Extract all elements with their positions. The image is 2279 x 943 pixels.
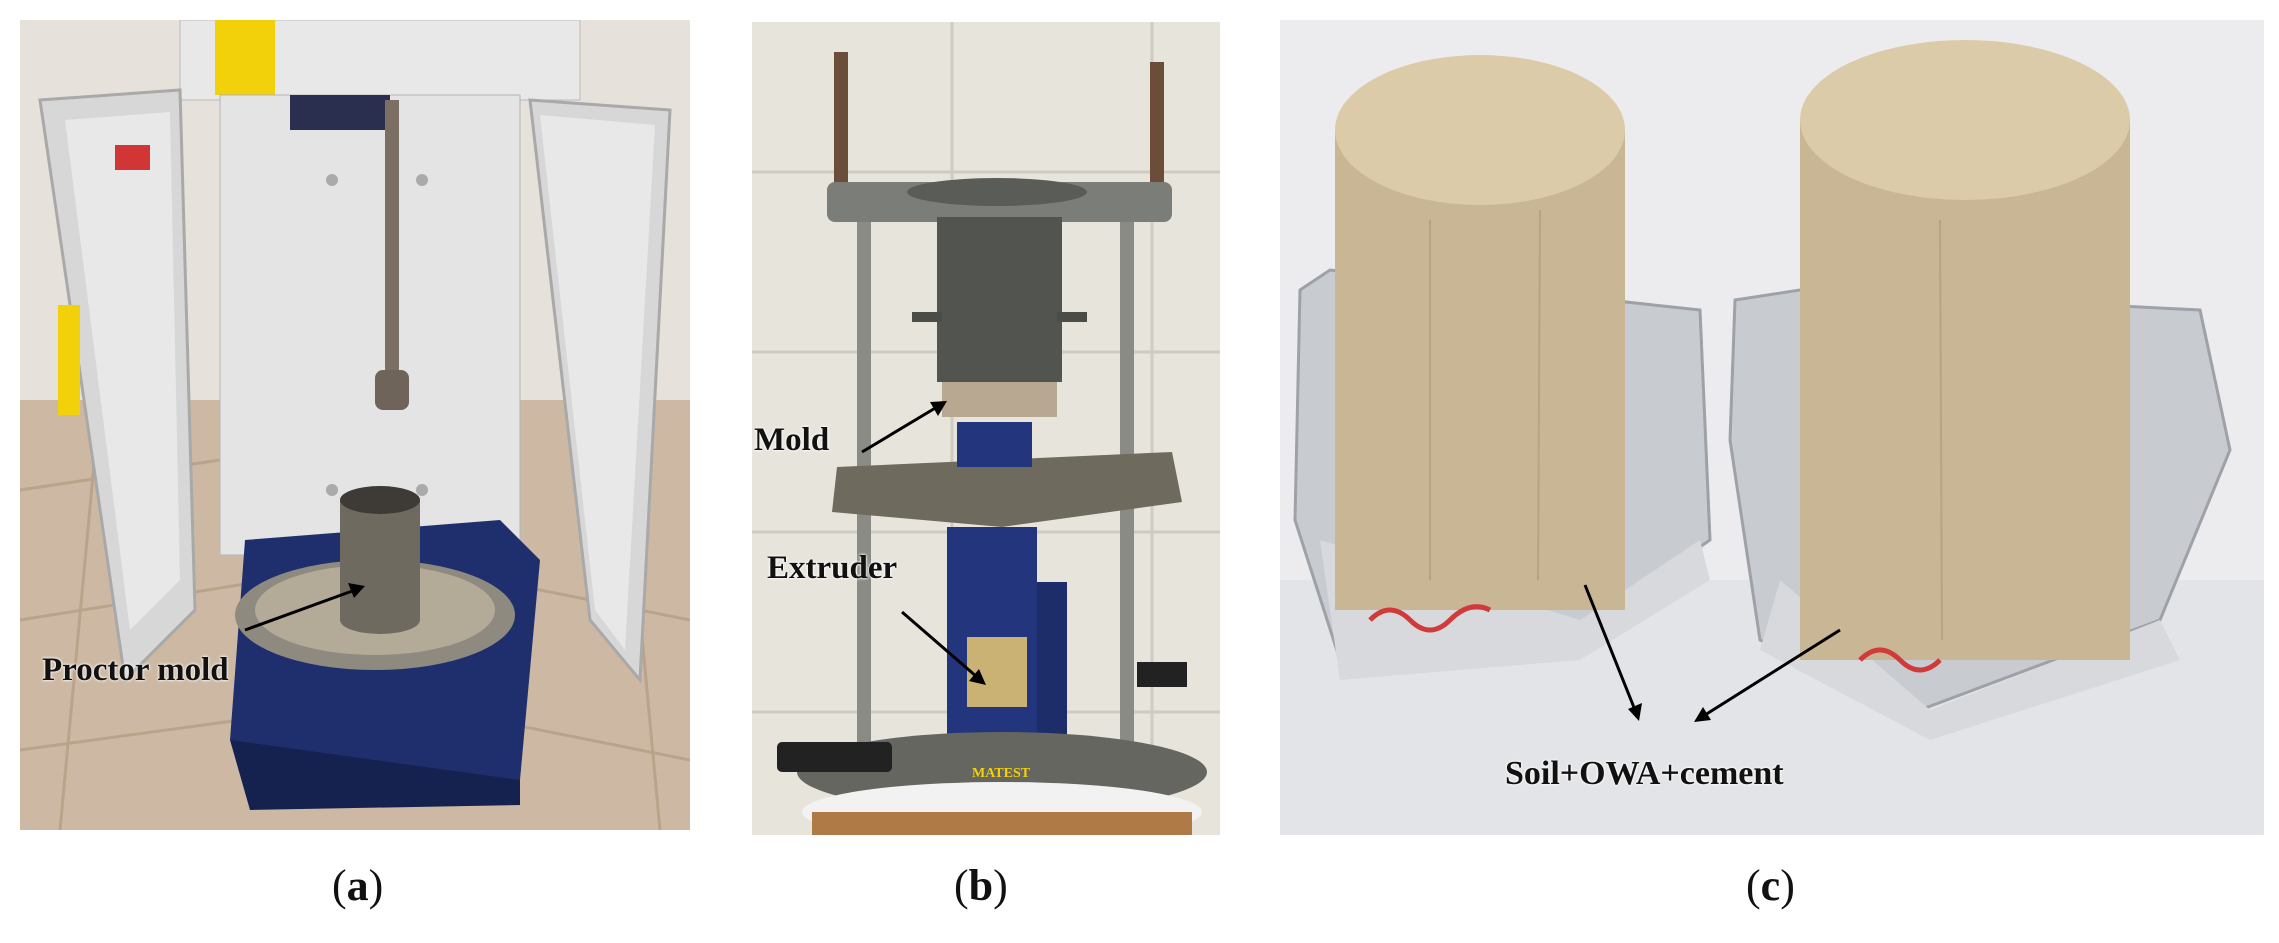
photo-proctor-compactor: Proctor mold — [20, 20, 690, 830]
caption-b-letter: b — [968, 861, 994, 910]
caption-a-letter: a — [346, 861, 369, 910]
annotation-proctor-mold: Proctor mold — [42, 652, 229, 688]
annotation-soil-owa-cement: Soil+OWA+cement — [1505, 755, 1784, 792]
caption-a: (a) — [332, 861, 384, 910]
caption-b: (b) — [954, 861, 1008, 910]
caption-c: (c) — [1746, 861, 1795, 910]
caption-c-letter: c — [1760, 861, 1781, 910]
brand-label: MATEST — [972, 766, 1031, 781]
annotation-mold: Mold — [754, 422, 830, 458]
photo-sample-extruder: Mold Extruder MATEST — [752, 22, 1220, 835]
photo-soil-samples: Soil+OWA+cement — [1280, 20, 2264, 835]
annotation-extruder: Extruder — [767, 550, 898, 586]
